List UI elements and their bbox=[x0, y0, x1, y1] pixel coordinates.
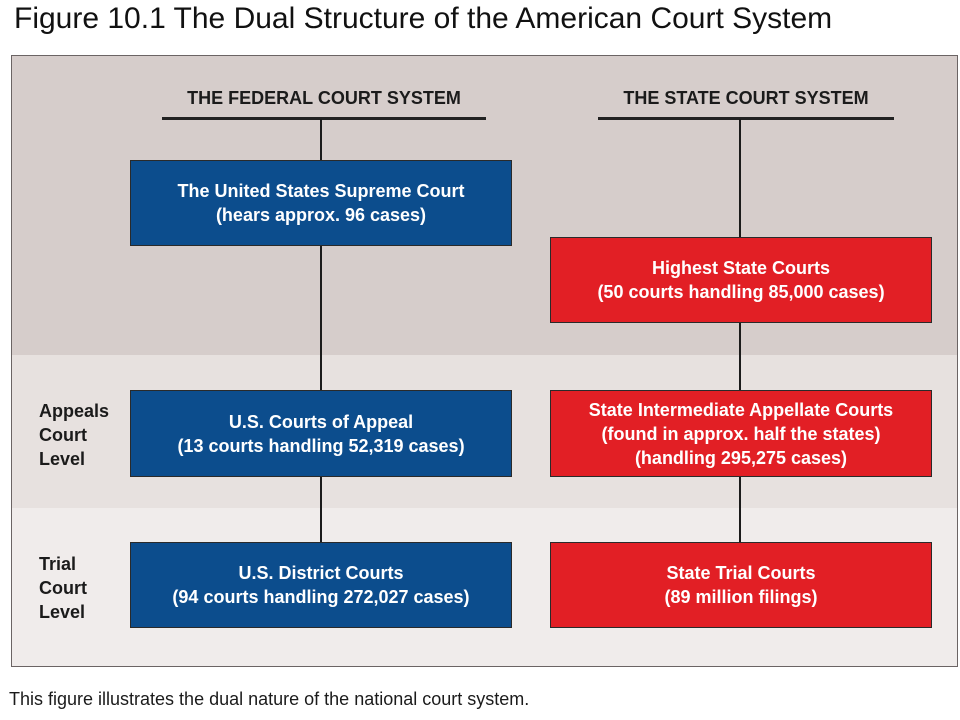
trial-level-label-line2: Court bbox=[39, 578, 87, 598]
state-trial-courts-filings: (89 million filings) bbox=[664, 587, 818, 607]
figure-title: Figure 10.1 The Dual Structure of the Am… bbox=[14, 2, 833, 35]
state-intermediate-appellate-courts-name: State Intermediate Appellate Courts bbox=[588, 399, 894, 420]
federal-header-rule bbox=[162, 117, 486, 120]
us-district-courts-name: U.S. District Courts bbox=[238, 563, 404, 583]
appeals-level-label-line1: Appeals bbox=[39, 401, 110, 421]
federal-connector-header-to-supreme bbox=[320, 119, 322, 160]
us-courts-of-appeal-box: U.S. Courts of Appeal (13 courts handlin… bbox=[130, 390, 512, 477]
trial-level-label-line3: Level bbox=[39, 602, 86, 622]
state-intermediate-appellate-courts-box: State Intermediate Appellate Courts (fou… bbox=[550, 390, 932, 477]
us-district-courts-box: U.S. District Courts (94 courts handling… bbox=[130, 542, 512, 628]
state-trial-courts-box: State Trial Courts (89 million filings) bbox=[550, 542, 932, 628]
federal-connector-supreme-to-appeals bbox=[320, 246, 322, 391]
us-courts-of-appeal-name: U.S. Courts of Appeal bbox=[228, 411, 414, 432]
trial-court-level-label: Trial Court Level bbox=[39, 552, 87, 624]
us-supreme-court-name: The United States Supreme Court bbox=[177, 181, 465, 201]
state-connector-highest-to-intermediate bbox=[739, 323, 741, 390]
appeals-court-level-label: Appeals Court Level bbox=[39, 399, 109, 471]
us-supreme-court-caseload: (hears approx. 96 cases) bbox=[215, 205, 427, 225]
federal-connector-appeals-to-district bbox=[320, 477, 322, 542]
us-courts-of-appeal-caseload: (13 courts handling 52,319 cases) bbox=[177, 435, 465, 456]
us-supreme-court-box: The United States Supreme Court (hears a… bbox=[130, 160, 512, 246]
state-connector-intermediate-to-trial bbox=[739, 477, 741, 542]
state-connector-header-to-highest bbox=[739, 119, 741, 237]
diagram-frame: THE FEDERAL COURT SYSTEM THE STATE COURT… bbox=[11, 55, 958, 667]
highest-state-courts-caseload: (50 courts handling 85,000 cases) bbox=[597, 282, 885, 302]
appeals-level-label-line2: Court bbox=[39, 425, 87, 445]
figure-caption: This figure illustrates the dual nature … bbox=[9, 689, 530, 709]
state-intermediate-appellate-courts-coverage: (found in approx. half the states) bbox=[601, 423, 881, 444]
trial-level-label-line1: Trial bbox=[39, 554, 77, 574]
federal-system-header: THE FEDERAL COURT SYSTEM bbox=[187, 88, 461, 108]
highest-state-courts-box: Highest State Courts (50 courts handling… bbox=[550, 237, 932, 323]
state-intermediate-appellate-courts-caseload: (handling 295,275 cases) bbox=[634, 447, 848, 468]
state-trial-courts-name: State Trial Courts bbox=[666, 563, 816, 583]
us-district-courts-caseload: (94 courts handling 272,027 cases) bbox=[172, 587, 470, 607]
appeals-level-label-line3: Level bbox=[39, 449, 86, 469]
state-system-header: THE STATE COURT SYSTEM bbox=[623, 88, 869, 108]
state-header-rule bbox=[598, 117, 894, 120]
highest-state-courts-name: Highest State Courts bbox=[651, 258, 831, 278]
